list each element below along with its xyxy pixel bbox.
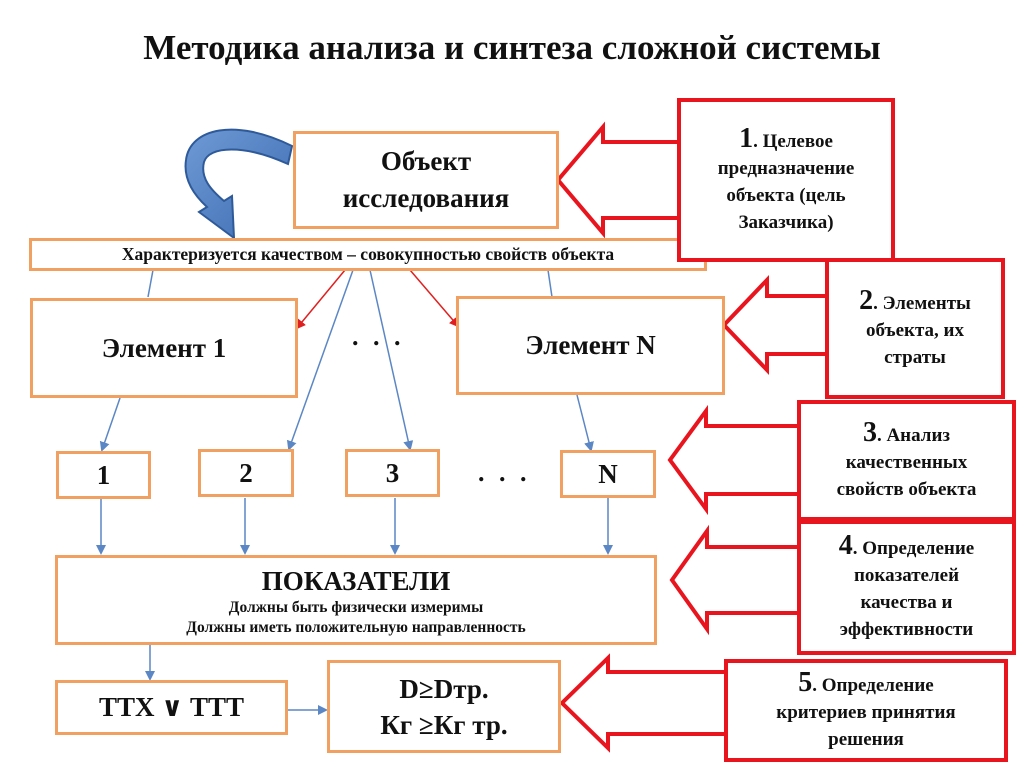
step-2-line1: 2. Элементы	[859, 284, 971, 317]
property-box-n-label: N	[598, 458, 618, 489]
step-box-5: 5. Определение критериев принятия решени…	[724, 659, 1008, 762]
step-box-4: 4. Определение показателей качества и эф…	[797, 520, 1016, 655]
blue-arrow-element1-to-box1	[99, 397, 121, 452]
criteria-line2: Кг ≥Кг тр.	[380, 709, 508, 740]
step-5-line3: решения	[828, 728, 904, 750]
step-1-line1: 1. Целевое	[739, 122, 833, 155]
red-arrow-to-elementN	[409, 269, 460, 328]
step-5-line1: 5. Определение	[798, 666, 934, 699]
element-n-label: Элемент N	[525, 330, 656, 360]
blue-arrow-to-box3	[369, 269, 414, 451]
curved-blue-arrow-icon	[184, 128, 294, 241]
connector-bar-to-elementN	[547, 269, 553, 298]
step-4-number: 4	[838, 530, 853, 561]
object-box: Объект исследования	[293, 131, 559, 229]
property-box-2-label: 2	[239, 457, 253, 488]
indicators-line2: Должны иметь положительную направленност…	[186, 619, 526, 636]
step-2-line3: страты	[884, 346, 946, 368]
ttx-label: ТТХ ∨ ТТТ	[99, 692, 244, 722]
indicators-box: ПОКАЗАТЕЛИ Должны быть физически измерим…	[55, 555, 657, 645]
step-5-number: 5	[798, 666, 813, 698]
property-box-1: 1	[56, 451, 151, 499]
step-3-line1: 3. Анализ	[862, 416, 951, 449]
step-4-line4: эффективности	[839, 619, 974, 640]
step-4-line1: 4. Определение	[839, 532, 974, 562]
step-2-line2: объекта, их	[866, 319, 964, 341]
blue-arrow-elementN-to-boxN	[576, 394, 594, 452]
step-1-line4: Заказчика)	[738, 211, 834, 233]
step-box-1: 1. Целевое предназначение объекта (цель …	[677, 98, 895, 262]
step-1-number: 1	[739, 122, 754, 154]
element-1-label: Элемент 1	[101, 332, 227, 363]
element-1-box: Элемент 1	[30, 298, 298, 398]
property-box-1-label: 1	[96, 459, 111, 490]
step-3-line2: качественных	[845, 451, 968, 473]
hollow-red-arrow-1-icon	[555, 121, 682, 239]
property-box-n: N	[560, 450, 656, 498]
hollow-red-arrow-4-icon	[669, 524, 801, 636]
property-box-2: 2	[198, 449, 294, 497]
hollow-red-arrow-5-icon	[559, 653, 728, 753]
step-2-number: 2	[859, 284, 874, 316]
page-title: Методика анализа и синтеза сложной систе…	[143, 28, 881, 67]
step-4-line3: качества и	[860, 592, 953, 613]
quality-bar: Характеризуется качеством – совокупность…	[29, 238, 707, 271]
step-2-text1: . Элементы	[873, 292, 971, 314]
step-1-line3: объекта (цель	[726, 184, 846, 206]
criteria-line1: D≥Dтр.	[399, 673, 489, 704]
object-box-line1: Объект	[380, 146, 472, 176]
step-1-line2: предназначение	[717, 157, 855, 179]
properties-ellipsis: . . .	[478, 458, 531, 487]
ttx-box: ТТХ ∨ ТТТ	[55, 680, 288, 735]
step-box-3: 3. Анализ качественных свойств объекта	[797, 400, 1016, 521]
indicators-heading: ПОКАЗАТЕЛИ	[261, 566, 451, 596]
step-3-number: 3	[862, 416, 877, 448]
step-5-text1: . Определение	[812, 674, 934, 696]
step-3-text1: . Анализ	[876, 424, 951, 446]
step-4-text1: . Определение	[852, 538, 975, 559]
step-box-2: 2. Элементы объекта, их страты	[825, 258, 1005, 399]
step-1-text1: . Целевое	[753, 130, 833, 152]
element-n-box: Элемент N	[456, 296, 725, 395]
step-4-line2: показателей	[853, 565, 960, 586]
hollow-red-arrow-2-icon	[721, 275, 830, 375]
blue-arrow-to-box2	[286, 269, 354, 451]
property-box-3-label: 3	[385, 457, 400, 488]
connector-bar-to-element1	[147, 269, 154, 298]
object-box-line2: исследования	[342, 183, 510, 213]
step-5-line2: критериев принятия	[776, 701, 956, 723]
hollow-red-arrow-3-icon	[667, 404, 801, 516]
criteria-box: D≥Dтр. Кг ≥Кг тр.	[327, 660, 561, 753]
step-3-line3: свойств объекта	[836, 478, 977, 500]
indicators-line1: Должны быть физически измеримы	[228, 599, 484, 616]
red-arrow-to-element1	[295, 269, 346, 330]
quality-bar-text: Характеризуется качеством – совокупность…	[121, 244, 615, 264]
elements-ellipsis: . . .	[352, 322, 405, 351]
property-box-3: 3	[345, 449, 440, 497]
